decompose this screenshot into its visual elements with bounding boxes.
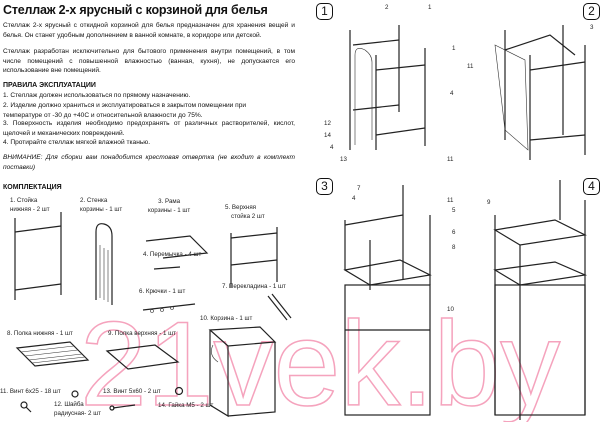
part-6-hooks [142,303,196,313]
step-1-drawing [349,25,426,150]
step-number-1: 1 [316,3,333,20]
intro-paragraph-1: Стеллаж 2-х ярусный с откидной корзиной … [3,22,295,39]
part-8-lower-shelf [15,341,90,367]
rule-2: 2. Изделие должно храниться и эксплуатир… [3,102,247,119]
step-2-drawing [494,25,586,160]
part-label-7: 7. Перекладина - 1 шт [222,283,286,290]
intro-paragraph-2: Стеллаж разработан исключительно для быт… [3,48,295,75]
step-number-3: 3 [316,178,333,195]
callout: 5 [452,207,456,214]
rule-4: 4. Протирайте стеллаж мягкой влажной тка… [3,139,151,146]
part-label-4: 4. Перемычка - 4 шт [143,251,202,258]
callout: 8 [452,244,456,251]
callout: 1 [452,45,456,52]
callout: 3 [590,24,594,31]
page-title: Стеллаж 2-х ярусный с корзиной для белья [3,3,268,17]
callout: 11 [467,63,474,70]
callout: 12 [324,120,331,127]
part-3-basket-frame [145,235,209,259]
part-9-upper-shelf [105,344,180,370]
part-4-crossbar [153,266,181,270]
callout: 11 [447,197,454,204]
step-number-4: 4 [583,178,600,195]
part-label-11: 11. Винт 6х25 - 18 шт [0,388,61,395]
watermark: 21vek.by [80,297,560,422]
callout: 7 [357,185,361,192]
callout: 2 [385,4,389,11]
callout: 4 [352,195,356,202]
part-11-screw [20,401,32,413]
callout: 10 [447,306,454,313]
part-2-basket-wall [95,223,113,305]
part-1-lower-post [14,212,62,300]
rules-heading: ПРАВИЛА ЭКСПЛУАТАЦИИ [3,82,96,89]
callout: 4 [450,90,454,97]
part-12-washer [71,390,79,398]
part-label-6: 6. Крючки - 1 шт [139,288,186,295]
rule-3: 3. Поверхность изделия необходимо предох… [3,120,295,137]
callout: 11 [447,156,454,163]
step-3-drawing [343,185,432,416]
part-7-crossbeam [267,293,292,321]
rule-1: 1. Стеллаж должен использоваться по прям… [3,92,191,99]
callout: 13 [340,156,347,163]
kit-heading: КОМПЛЕКТАЦИЯ [3,184,62,191]
callout: 6 [452,229,456,236]
part-5-upper-post [230,227,278,288]
part-10-basket [208,326,277,418]
callout: 1 [428,4,432,11]
part-label-8: 8. Полка нижняя - 1 шт [7,330,73,337]
part-label-13: 13. Винт 5х60 - 2 шт [103,388,161,395]
part-label-10: 10. Корзина - 1 шт [200,315,253,322]
part-label-9: 9. Полка верхняя - 1 шт [108,330,176,337]
callout: 9 [487,199,491,206]
step-4-drawing [493,180,588,420]
callout: 14 [324,132,331,139]
part-14-nut [174,386,184,396]
attention-note: ВНИМАНИЕ: Для сборки вам понадобится кре… [3,154,295,171]
callout: 4 [330,144,334,151]
part-13-long-screw [109,404,136,411]
part-label-14: 14. Гайка М5 - 2 шт [158,402,214,409]
step-number-2: 2 [583,3,600,20]
